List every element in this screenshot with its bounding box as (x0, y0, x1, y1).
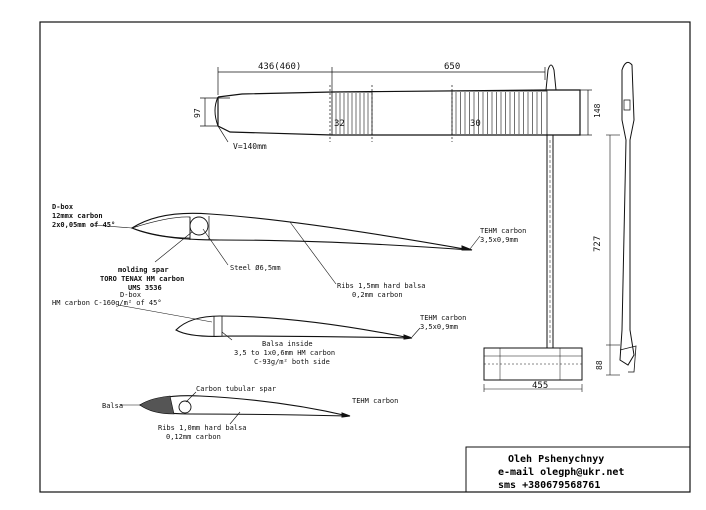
p1-molding-spar: molding spar (118, 266, 169, 274)
p1-spar-grade: UMS 3536 (128, 284, 162, 292)
p3-tehm: TEHM carbon (352, 397, 398, 405)
p2-tehm-size: 3,5x0,9mm (420, 323, 458, 331)
p1-steel: Steel Ø6,5mm (230, 264, 281, 272)
wing-planform (200, 67, 592, 143)
p2-balsa-cover: C-93g/m² both side (254, 358, 330, 366)
airfoil-profile-1 (91, 212, 481, 285)
p2-tehm: TEHM carbon (420, 314, 466, 322)
p3-balsa: Balsa (102, 402, 123, 410)
rib-count-inner: 32 (334, 119, 345, 129)
p2-dbox-material: HM carbon C-160g/m² of 45° (52, 299, 162, 307)
p2-balsa-spec: 3,5 to 1x0,6mm HM carbon (234, 349, 335, 357)
root-chord-dim: 97 (193, 108, 202, 118)
fuselage-length-dim: 727 (593, 236, 603, 252)
fin-height-dim: 88 (595, 360, 604, 370)
author-email: e-mail olegph@ukr.net (498, 466, 624, 478)
p1-dbox-layup: 2x0,05mm of 45° (52, 221, 115, 229)
fuselage-side (606, 61, 637, 376)
p3-ribs-cover: 0,12mm carbon (166, 433, 221, 441)
p1-dbox: D-box (52, 203, 74, 211)
p2-dbox: D-box (120, 291, 141, 299)
p1-spar-material: TORO TENAX HM carbon (100, 275, 184, 283)
p1-tehm-size: 3,5x0,9mm (480, 236, 518, 244)
author-sms: sms +380679568761 (498, 480, 600, 491)
rib-count-outer: 30 (470, 119, 481, 129)
airfoil-profile-3 (120, 391, 351, 425)
title-block (465, 446, 691, 493)
author-name: Oleh Pshenychnyy (508, 454, 604, 465)
p3-ribs: Ribs 1,0mm hard balsa (158, 424, 247, 432)
wing-ribs (335, 92, 542, 134)
p1-ribs-cover: 0,2mm carbon (352, 291, 403, 299)
tip-span-dim: 650 (444, 62, 460, 72)
root-span-dim: 436(460) (258, 62, 301, 72)
p1-tehm: TEHM carbon (480, 227, 526, 235)
stab-span-dim: 455 (532, 381, 548, 391)
airfoil-profile-2 (117, 304, 421, 341)
volume-label: V=140mm (233, 142, 267, 151)
p1-dbox-material: 12mmx carbon (52, 212, 103, 220)
p2-balsa-inside: Balsa inside (262, 340, 313, 348)
sheet-border (39, 21, 691, 493)
stab-chord-dim: 148 (593, 103, 602, 118)
p1-ribs: Ribs 1,5mm hard balsa (337, 282, 426, 290)
fuselage-top (483, 64, 583, 392)
p3-spar: Carbon tubular spar (196, 385, 276, 393)
